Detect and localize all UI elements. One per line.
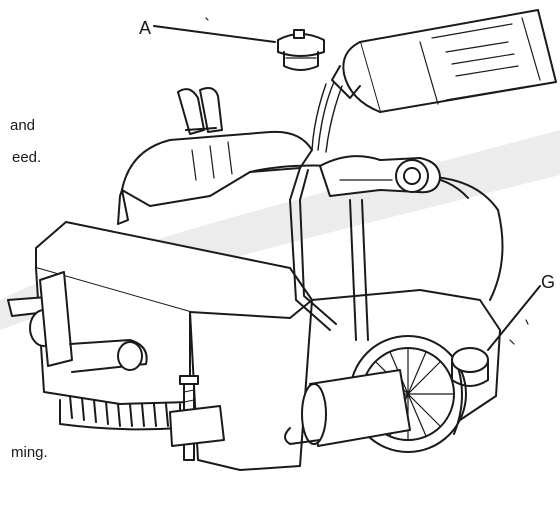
leader-line-g xyxy=(487,285,541,351)
engine-block xyxy=(35,130,504,471)
lever-handle xyxy=(177,87,223,135)
caption-fragment-2: eed. xyxy=(12,149,42,166)
callout-label-a: A xyxy=(139,18,152,38)
oil-can xyxy=(331,9,557,113)
oil-stream xyxy=(311,81,343,153)
starter-cylinder xyxy=(284,369,411,447)
leader-line-a xyxy=(153,25,276,43)
caption-fragment-1: and xyxy=(10,117,36,134)
choke-knob xyxy=(7,271,148,373)
caption-fragment-3: ming. xyxy=(11,444,48,461)
mount-bolt xyxy=(169,375,225,461)
filler-cap xyxy=(277,29,325,71)
callout-label-g: G xyxy=(541,272,556,292)
oil-filler-g xyxy=(451,347,489,387)
